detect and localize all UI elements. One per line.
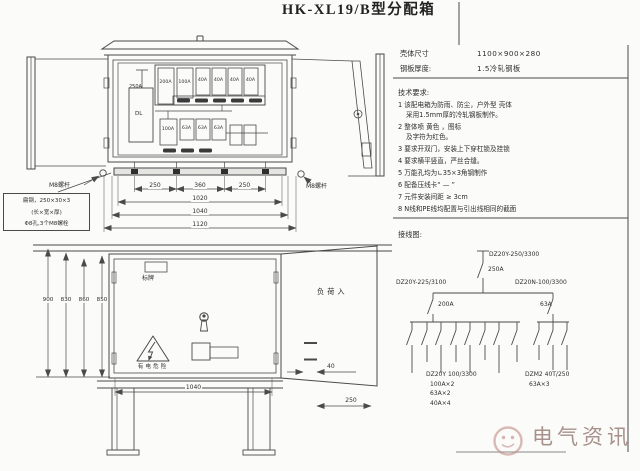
tech-item: 2 整体喷 黄色 ，图标	[398, 122, 462, 131]
main-switch-box	[128, 87, 154, 143]
upper-cabinet-drawing	[26, 35, 385, 232]
tech-item: 6 配备压线卡“ — ”	[398, 181, 455, 189]
main-switch-label: DL	[135, 111, 143, 117]
main-breaker-symbol	[477, 250, 489, 293]
nameplate-label: 标牌	[142, 275, 155, 282]
breaker-label: 100A	[178, 80, 191, 85]
lower-cabinet-drawing	[36, 245, 378, 456]
breaker-label: 200A	[159, 80, 172, 85]
right-group-rating: 63A×3	[529, 380, 550, 388]
bolt-callout-right: M8螺杆	[306, 182, 327, 190]
right-breaker-rating: 63A	[540, 301, 552, 308]
left-breaker-rating: 200A	[438, 301, 454, 308]
breaker-label: 40A	[245, 78, 256, 83]
left-breaker-model: DZ20Y-225/3100	[396, 278, 447, 286]
tech-item: 8 N线和PE线均配置与引出线相同的截面	[398, 204, 517, 213]
dim-label: 360	[193, 181, 207, 189]
warning-label: 有电危险	[137, 363, 169, 370]
dim-label: 250	[237, 181, 252, 189]
tech-item: 及字符为红色。	[406, 133, 453, 141]
breaker-label: 63A	[197, 125, 208, 131]
wiring-diagram	[406, 250, 569, 373]
right-group-model: DZM2 40T/250	[525, 370, 570, 378]
right-door	[291, 53, 385, 177]
keyhole-icon	[199, 312, 209, 332]
dimension-lines-upper	[103, 186, 297, 231]
left-group-model: DZ20Y 100/3300	[426, 370, 477, 378]
bolt-icon	[297, 170, 305, 178]
tech-item: 4 要求横平竖直，严丝合缝。	[398, 157, 484, 165]
flat-steel-callout-box: 扁钢，250×30×3 (长×宽×厚) Φ8孔,3个M8螺栓	[3, 193, 90, 231]
bolt-callout-left: M8螺杆	[49, 181, 70, 189]
watermark-logo-icon	[493, 426, 523, 456]
wiring-heading: 接线图:	[398, 230, 422, 239]
tech-item: 3 要求开双门，安装上下穿杠锁及挂锁	[398, 145, 510, 153]
dim-label: 1040	[184, 383, 203, 391]
page-title: HK-XL19/B型分配箱	[282, 2, 436, 18]
height-dim-label: 830	[59, 297, 73, 303]
tech-item: 7 元件安装间距 ≥ 3cm	[398, 193, 468, 201]
height-dim-label: 860	[77, 297, 91, 303]
breaker-label: 40A	[213, 78, 224, 83]
panel-borders	[393, 2, 629, 453]
dimension-lines-lower	[36, 248, 372, 409]
height-dim-label: 850	[95, 297, 109, 303]
open-door-panel	[280, 245, 378, 387]
mounting-bar	[57, 162, 312, 193]
breaker-layout	[128, 64, 268, 153]
breaker-label: 63A	[181, 125, 192, 131]
incoming-rating-label: 250A	[129, 84, 142, 90]
left-door	[26, 56, 108, 170]
height-dim-label: 900	[41, 297, 55, 303]
callout-line: (长×宽×厚)	[31, 209, 62, 216]
door-label: 负荷入	[317, 287, 348, 296]
steel-thickness-value: 1.5冷轧钢板	[477, 64, 521, 73]
left-group-rating: 63A×2	[430, 390, 451, 397]
hinge-icon	[353, 109, 363, 119]
breaker-label: 40A	[197, 78, 208, 83]
left-group-rating: 100A×2	[430, 380, 455, 388]
steel-thickness-label: 钢板厚度:	[400, 64, 432, 73]
right-breaker-model: DZ20N-100/3300	[515, 278, 567, 286]
main-breaker-rating: 250A	[488, 265, 504, 273]
tech-item: 1 该配电箱为防雨、防尘，户外型 壳体	[398, 100, 512, 109]
warning-triangle-icon	[136, 335, 170, 362]
shell-size-value: 1100×900×280	[477, 49, 541, 58]
busbar-terminals	[177, 98, 262, 103]
feeder-breakers-right	[533, 322, 568, 370]
breaker-label: 63A	[213, 125, 224, 131]
crossarm	[33, 244, 392, 252]
watermark-text: 电气资讯	[532, 425, 632, 449]
dim-label: 250	[345, 396, 357, 404]
dim-label: 1020	[191, 194, 209, 202]
left-group-rating: 40A×4	[430, 399, 451, 407]
tech-item: 采用1.5mm厚的冷轧钢板制作。	[406, 111, 502, 119]
door-handle	[191, 342, 239, 361]
shell-size-label: 壳体尺寸	[400, 49, 429, 58]
main-breaker-model: DZ20Y-250/3300	[489, 251, 540, 258]
dim-label: 40	[327, 363, 335, 370]
breaker-label: 40A	[229, 78, 240, 83]
dim-label: 250	[148, 181, 162, 189]
callout-line: Φ8孔,3个M8螺栓	[24, 221, 69, 227]
nameplate	[144, 261, 168, 273]
tech-item: 5 万能孔均为∟35×3角钢制作	[398, 169, 488, 177]
tech-heading: 技术要求:	[398, 88, 430, 97]
feeder-breakers-left	[406, 322, 518, 373]
callout-line: 扁钢，250×30×3	[22, 198, 71, 204]
dim-label: 1040	[191, 207, 209, 215]
breaker-label: 100A	[161, 127, 175, 132]
roof	[100, 40, 300, 50]
dim-label: 1120	[191, 220, 209, 228]
